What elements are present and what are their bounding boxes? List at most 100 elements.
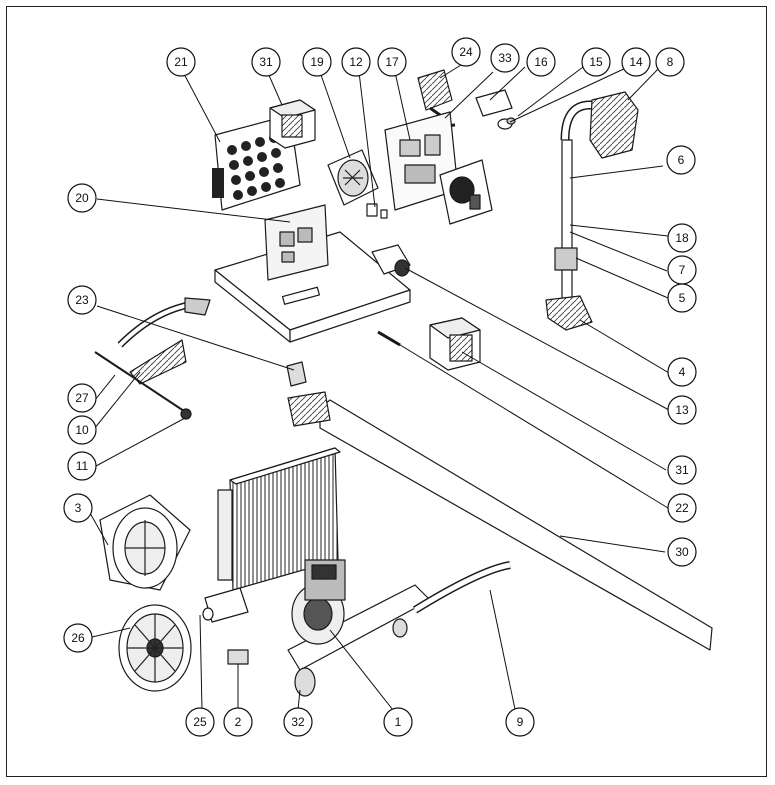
callout-label: 18 xyxy=(675,231,689,245)
callout-c27: 27 xyxy=(67,383,97,413)
relay-block-part xyxy=(286,361,307,387)
callout-circle xyxy=(526,47,556,77)
callout-circle xyxy=(667,395,697,425)
callout-c23: 23 xyxy=(67,285,97,315)
callout-c7: 7 xyxy=(667,255,697,285)
callout-label: 6 xyxy=(678,153,685,167)
callout-circle xyxy=(223,707,253,737)
callout-c12: 12 xyxy=(341,47,371,77)
callout-c14: 14 xyxy=(621,47,651,77)
callout-circle xyxy=(377,47,407,77)
callout-c22: 22 xyxy=(667,493,697,523)
transformer-part xyxy=(429,317,481,371)
callout-label: 15 xyxy=(589,55,603,69)
callout-circle xyxy=(667,283,697,313)
callout-label: 14 xyxy=(629,55,643,69)
leader-lines xyxy=(87,64,670,715)
main-switch-part xyxy=(371,244,411,277)
connector-part xyxy=(366,203,388,219)
callout-c20: 20 xyxy=(67,183,97,213)
callout-c8: 8 xyxy=(655,47,685,77)
callout-c30: 30 xyxy=(667,537,697,567)
callout-label: 17 xyxy=(385,55,399,69)
control-board-part xyxy=(384,111,459,211)
callout-circle xyxy=(67,451,97,481)
callout-label: 4 xyxy=(679,365,686,379)
callout-circle xyxy=(621,47,651,77)
callout-c5: 5 xyxy=(667,283,697,313)
callout-circle xyxy=(67,183,97,213)
callout-circle xyxy=(667,537,697,567)
carry-handle-part xyxy=(94,297,211,420)
callout-label: 3 xyxy=(75,501,82,515)
callout-c25: 25 xyxy=(185,707,215,737)
callout-label: 8 xyxy=(667,55,674,69)
callout-c11: 11 xyxy=(67,451,97,481)
callout-c3: 3 xyxy=(63,493,93,523)
callout-c31b: 31 xyxy=(667,455,697,485)
callout-circle xyxy=(166,47,196,77)
callout-c6: 6 xyxy=(666,145,696,175)
callout-label: 31 xyxy=(259,55,273,69)
rear-handle-part xyxy=(392,561,511,638)
callout-circle xyxy=(341,47,371,77)
cooling-fan-small-part xyxy=(327,149,379,206)
callout-label: 20 xyxy=(75,191,89,205)
callout-circle xyxy=(63,493,93,523)
callout-label: 23 xyxy=(75,293,89,307)
callout-c17: 17 xyxy=(377,47,407,77)
callout-c1: 1 xyxy=(383,707,413,737)
callout-label: 12 xyxy=(349,55,363,69)
cooling-fan-large-part xyxy=(99,494,191,591)
callout-c24: 24 xyxy=(451,37,481,67)
torch-holder-assembly-part xyxy=(545,91,639,331)
callout-label: 21 xyxy=(174,55,188,69)
callout-label: 24 xyxy=(459,45,473,59)
callout-c2: 2 xyxy=(223,707,253,737)
capacitor-board-part xyxy=(439,159,493,225)
callout-circle xyxy=(490,43,520,73)
callout-circle xyxy=(667,455,697,485)
callout-circle xyxy=(283,707,313,737)
callout-circle xyxy=(451,37,481,67)
inverter-board-part xyxy=(264,204,329,281)
callout-label: 22 xyxy=(675,501,689,515)
display-board-part xyxy=(417,69,453,111)
callout-c13: 13 xyxy=(667,395,697,425)
callout-c9: 9 xyxy=(505,707,535,737)
callout-circle xyxy=(505,707,535,737)
diagram-border xyxy=(6,6,767,777)
knob-part xyxy=(497,117,516,130)
rail-part xyxy=(287,391,713,651)
callout-label: 10 xyxy=(75,423,89,437)
callout-label: 16 xyxy=(534,55,548,69)
caster-wheel-part xyxy=(294,667,316,697)
transformer-small-part xyxy=(269,99,316,149)
callout-c21: 21 xyxy=(166,47,196,77)
callout-label: 30 xyxy=(675,545,689,559)
callout-circle xyxy=(67,285,97,315)
callout-c18: 18 xyxy=(667,223,697,253)
callout-circle xyxy=(67,383,97,413)
callout-c19: 19 xyxy=(302,47,332,77)
callout-circle xyxy=(185,707,215,737)
rear-wheel-part xyxy=(118,604,192,692)
callout-label: 19 xyxy=(310,55,324,69)
callout-c32: 32 xyxy=(283,707,313,737)
callout-label: 33 xyxy=(498,51,512,65)
callout-circle xyxy=(581,47,611,77)
callout-c10: 10 xyxy=(67,415,97,445)
callout-label: 13 xyxy=(675,403,689,417)
callout-circle xyxy=(667,223,697,253)
callout-label: 31 xyxy=(675,463,689,477)
callout-label: 11 xyxy=(76,459,89,473)
callout-label: 32 xyxy=(291,715,305,729)
callout-label: 27 xyxy=(75,391,89,405)
inlet-pipe-part xyxy=(202,587,249,623)
callout-circle xyxy=(383,707,413,737)
heat-exchanger-part xyxy=(217,447,341,591)
label-card-part xyxy=(475,89,513,117)
chassis-plate-part xyxy=(214,231,411,343)
